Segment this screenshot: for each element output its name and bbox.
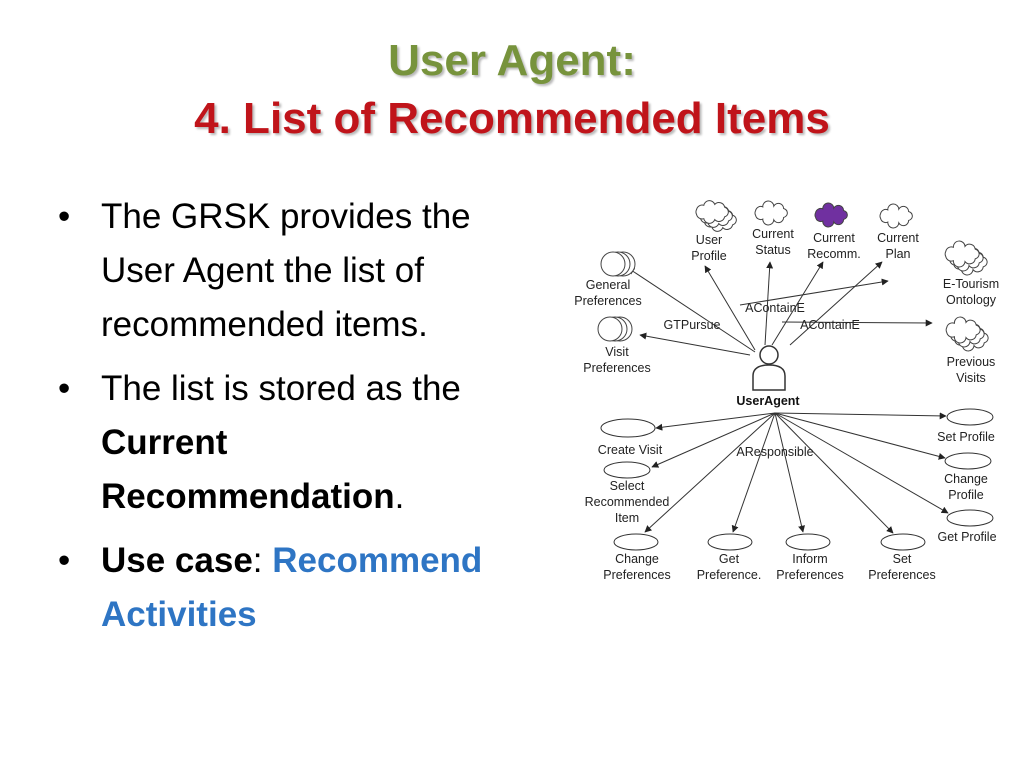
bullet-dot-icon: • bbox=[58, 369, 71, 408]
acontaine-label-1: AContainE bbox=[745, 301, 805, 315]
change-preferences-label: Change bbox=[615, 552, 659, 566]
bullet-suffix: . bbox=[394, 477, 405, 516]
edge-inform-preferences bbox=[774, 412, 805, 533]
edge-visit-preferences bbox=[639, 332, 751, 356]
inform-preferences-label: Preferences bbox=[776, 568, 843, 582]
bullet-text: The GRSK provides the User Agent the lis… bbox=[101, 197, 471, 344]
bullet-item-1: • The GRSK provides the User Agent the l… bbox=[58, 190, 538, 352]
use-case-link[interactable]: Recommend Activities bbox=[101, 541, 483, 634]
user-profile-label: Profile bbox=[691, 249, 726, 263]
edge-etourism bbox=[739, 278, 889, 306]
get-preferences-usecase bbox=[707, 533, 753, 551]
slide-title: User Agent: 4. List of Recommended Items bbox=[0, 32, 1024, 148]
get-profile-usecase bbox=[946, 509, 994, 527]
set-profile-label: Set Profile bbox=[937, 430, 995, 444]
use-case-separator: : bbox=[252, 541, 273, 580]
current-status-label: Current bbox=[752, 227, 794, 241]
edge-get-preferences bbox=[731, 412, 776, 533]
current-plan-label: Current bbox=[877, 231, 919, 245]
edge-user-profile bbox=[704, 265, 756, 351]
previous-visits-cloud bbox=[945, 316, 989, 352]
previous-visits-label: Previous bbox=[947, 355, 996, 369]
user-agent-label: UserAgent bbox=[736, 394, 800, 408]
general-preferences-label: Preferences bbox=[574, 294, 641, 308]
change-profile-label: Profile bbox=[948, 488, 983, 502]
edge-current-recomm bbox=[771, 261, 824, 346]
edge-change-profile bbox=[774, 412, 946, 460]
user-profile-cloud bbox=[695, 200, 737, 232]
set-preferences-usecase bbox=[880, 533, 926, 551]
inform-preferences-usecase bbox=[785, 533, 831, 551]
change-preferences-usecase bbox=[613, 533, 659, 551]
gtpursue-label: GTPursue bbox=[664, 318, 721, 332]
edge-general-preferences bbox=[627, 267, 756, 353]
bullet-text: The list is stored as the bbox=[101, 369, 461, 408]
change-profile-usecase bbox=[944, 452, 992, 470]
visit-preferences-goal bbox=[597, 316, 633, 342]
visit-preferences-label: Preferences bbox=[583, 361, 650, 375]
previous-visits-label: Visits bbox=[956, 371, 986, 385]
get-preferences-label: Preference. bbox=[697, 568, 762, 582]
bullet-dot-icon: • bbox=[58, 541, 71, 580]
current-plan-cloud bbox=[879, 203, 913, 229]
edge-select-item bbox=[651, 412, 776, 468]
aresponsible-label: AResponsible bbox=[736, 445, 813, 459]
general-preferences-label: General bbox=[586, 278, 630, 292]
current-recomm-label: Current bbox=[813, 231, 855, 245]
title-line-2: 4. List of Recommended Items bbox=[194, 94, 830, 143]
inform-preferences-label: Inform bbox=[792, 552, 827, 566]
select-item-usecase bbox=[603, 461, 651, 479]
user-profile-label: User bbox=[696, 233, 722, 247]
current-status-cloud bbox=[754, 200, 788, 226]
edge-previous-visits bbox=[781, 319, 933, 327]
get-preferences-label: Get bbox=[719, 552, 740, 566]
edge-current-plan bbox=[789, 261, 883, 346]
visit-preferences-label: Visit bbox=[605, 345, 629, 359]
current-plan-label: Plan bbox=[885, 247, 910, 261]
set-preferences-label: Preferences bbox=[868, 568, 935, 582]
bullet-dot-icon: • bbox=[58, 197, 71, 236]
edge-change-preferences bbox=[644, 412, 776, 533]
create-visit-label: Create Visit bbox=[598, 443, 663, 457]
change-preferences-label: Preferences bbox=[603, 568, 670, 582]
current-status-label: Status bbox=[755, 243, 790, 257]
edge-set-preferences bbox=[774, 412, 894, 534]
etourism-cloud bbox=[944, 240, 988, 276]
select-item-label: Item bbox=[615, 511, 639, 525]
acontaine-label-2: AContainE bbox=[800, 318, 860, 332]
etourism-label: Ontology bbox=[946, 293, 997, 307]
select-item-label: Select bbox=[610, 479, 645, 493]
bullet-item-3: • Use case: Recommend Activities bbox=[58, 534, 538, 642]
create-visit-usecase bbox=[600, 418, 656, 438]
edge-current-status bbox=[764, 261, 774, 346]
edge-set-profile bbox=[774, 412, 947, 420]
bullet-list: • The GRSK provides the User Agent the l… bbox=[58, 190, 538, 652]
bullet-item-2: • The list is stored as the Current Reco… bbox=[58, 362, 538, 524]
set-preferences-label: Set bbox=[893, 552, 912, 566]
general-preferences-goal bbox=[600, 251, 636, 277]
change-profile-label: Change bbox=[944, 472, 988, 486]
title-line-1: User Agent: bbox=[388, 36, 636, 85]
current-recomm-cloud bbox=[814, 202, 848, 228]
user-agent-actor-icon bbox=[752, 345, 786, 391]
bullet-emphasis: Current Recommendation bbox=[101, 423, 395, 516]
edge-create-visit bbox=[655, 412, 776, 431]
edge-get-profile bbox=[774, 412, 949, 514]
select-item-label: Recommended bbox=[585, 495, 670, 509]
use-case-label: Use case bbox=[101, 541, 253, 580]
get-profile-label: Get Profile bbox=[937, 530, 996, 544]
set-profile-usecase bbox=[946, 408, 994, 426]
etourism-label: E-Tourism bbox=[943, 277, 999, 291]
current-recomm-label: Recomm. bbox=[807, 247, 860, 261]
